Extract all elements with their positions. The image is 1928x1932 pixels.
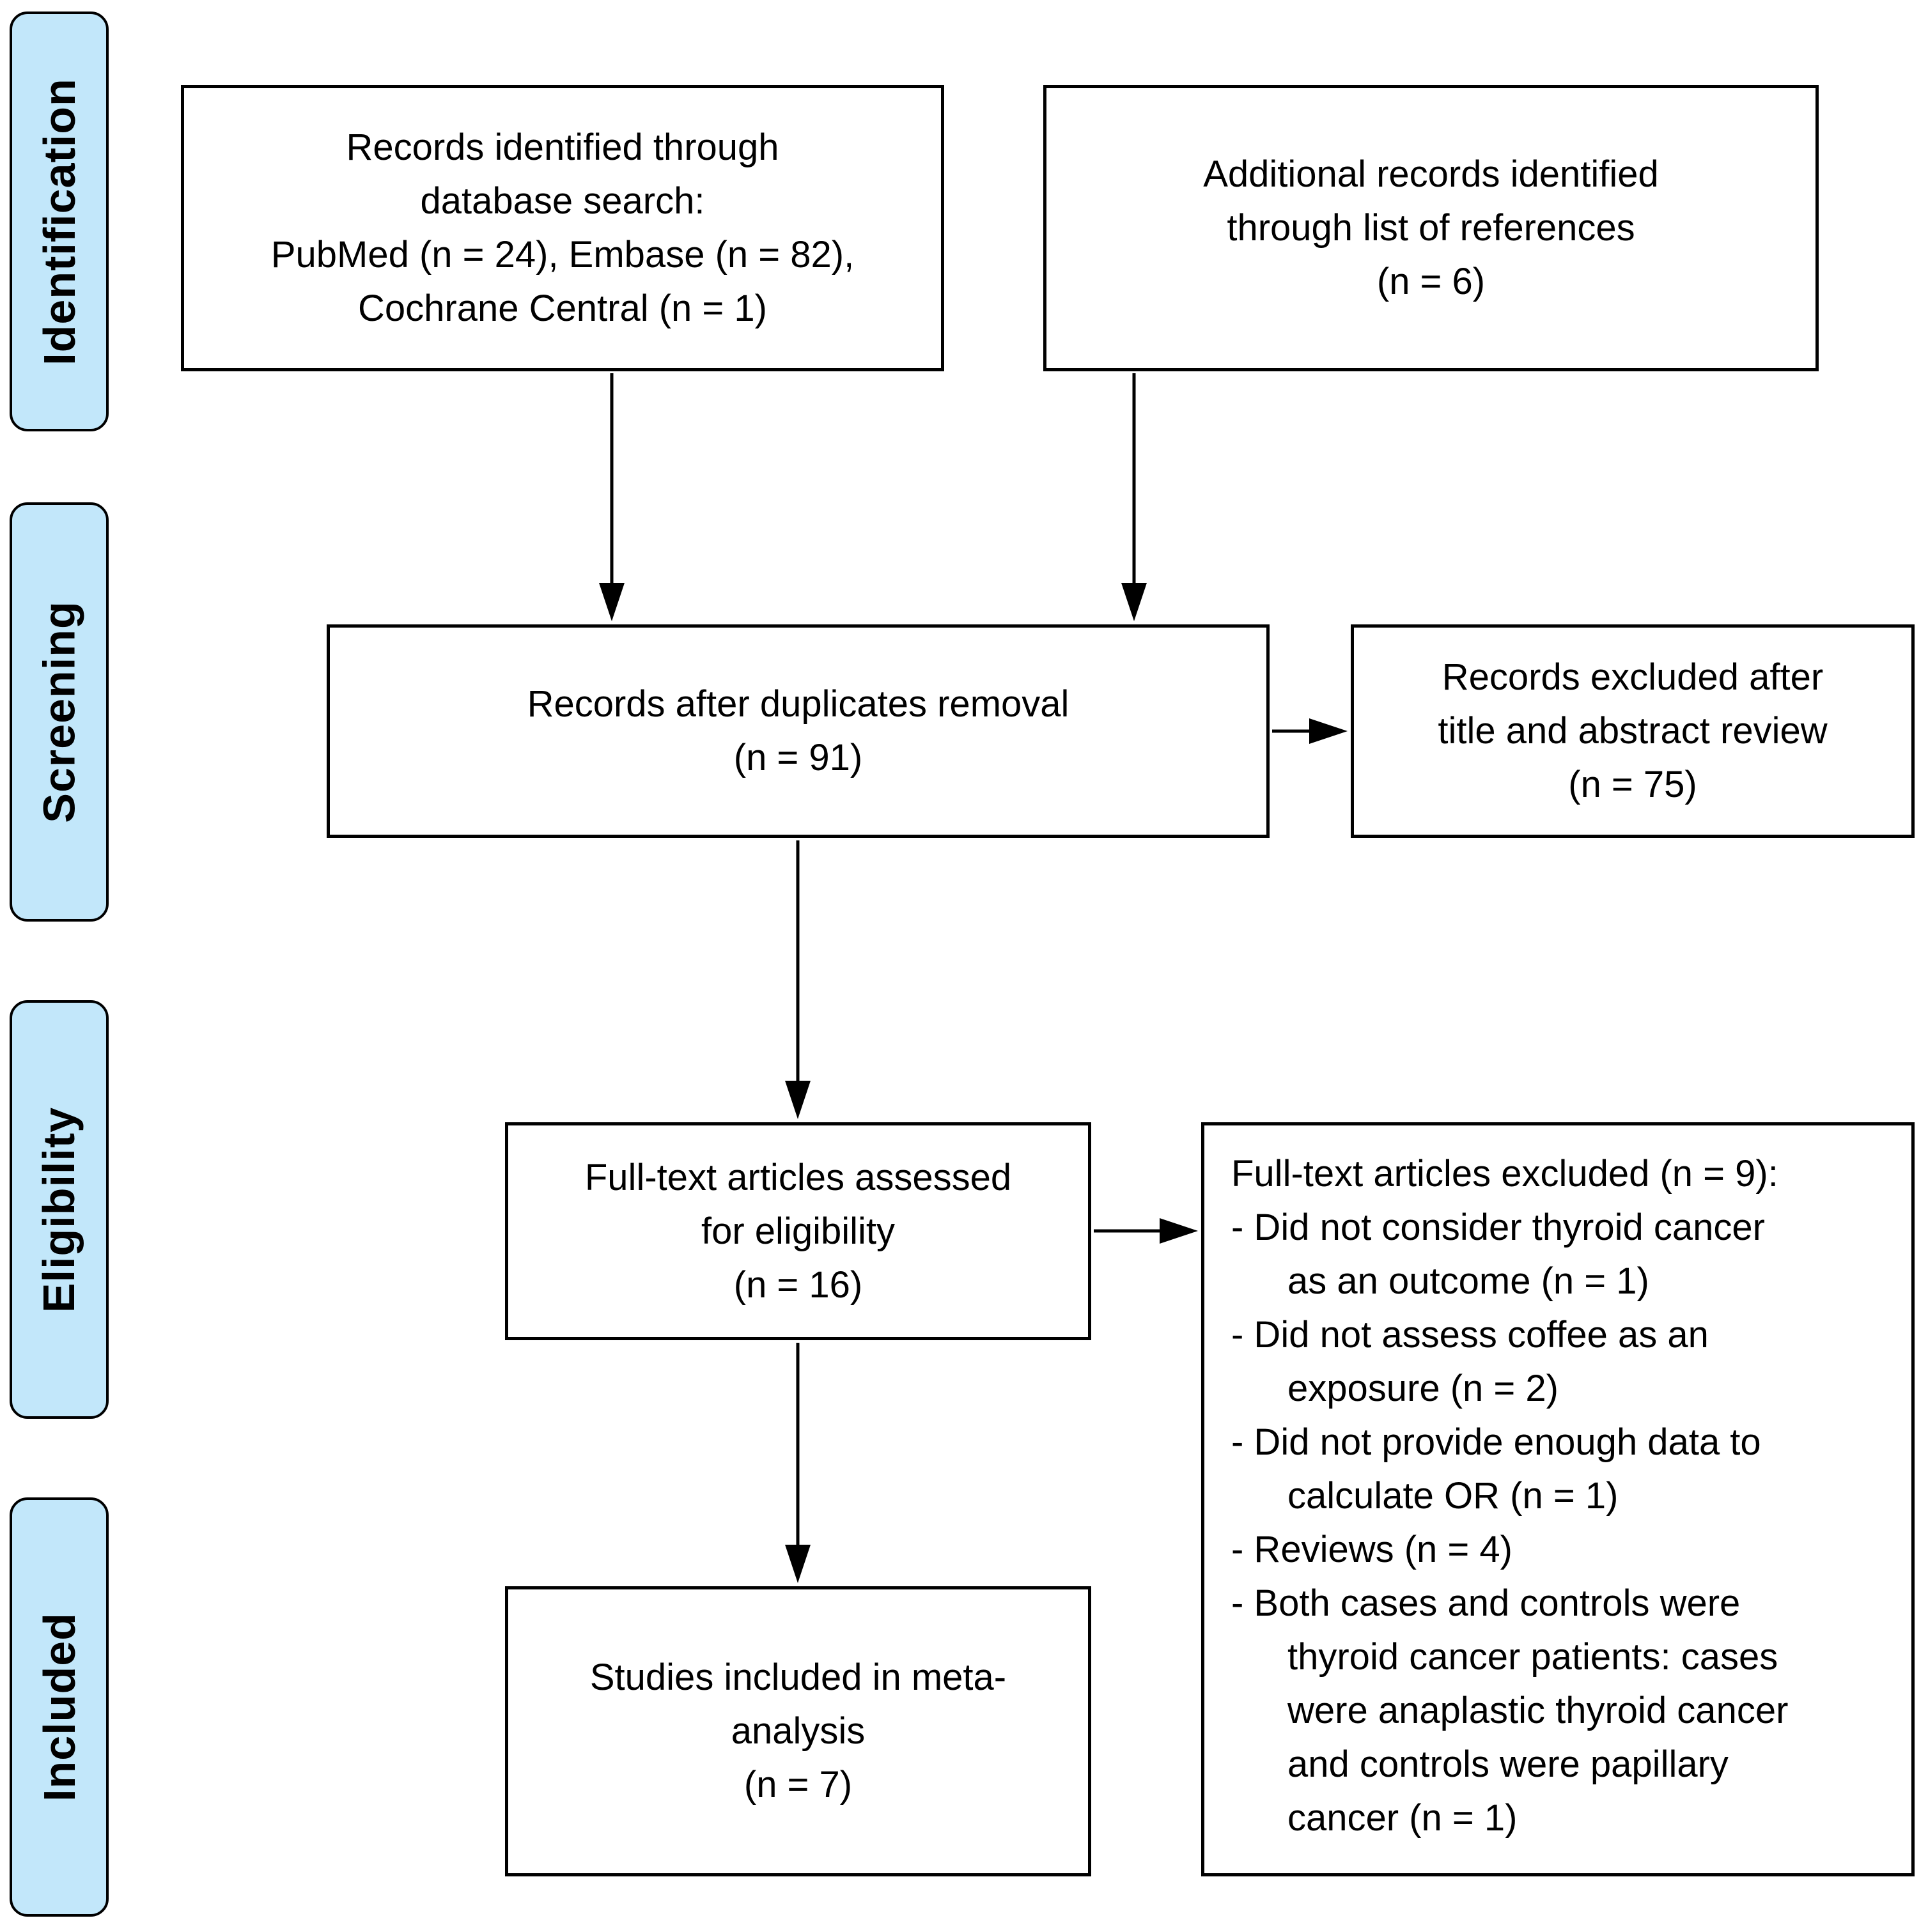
arrow-fulltext-to-included-head: [785, 1545, 811, 1583]
box-fulltext-assessed-text: Full-text articles assessed for eligibil…: [584, 1156, 1012, 1306]
arrow-dedup-to-excluded-head: [1309, 718, 1348, 744]
stage-screening-label: Screening: [34, 601, 84, 823]
box-additional-records: Additional records identified through li…: [1043, 85, 1819, 371]
exclusion-reason: - Did not assess coffee as an exposure (…: [1231, 1314, 1709, 1409]
stage-included: Included: [10, 1497, 109, 1917]
box-fulltext-excluded-title: Full-text articles excluded (n = 9):: [1231, 1153, 1778, 1194]
arrow-fulltext-to-excluded-head: [1160, 1218, 1198, 1244]
box-after-duplicates-text: Records after duplicates removal (n = 91…: [527, 683, 1069, 778]
arrow-identified-to-dedup-head: [599, 583, 625, 621]
stage-screening: Screening: [10, 502, 109, 922]
stage-identification: Identification: [10, 12, 109, 431]
box-after-duplicates: Records after duplicates removal (n = 91…: [327, 624, 1270, 838]
exclusion-reason: - Did not provide enough data to calcula…: [1231, 1421, 1761, 1517]
stage-eligibility-label: Eligibility: [34, 1106, 84, 1313]
exclusion-reason: - Both cases and controls were thyroid c…: [1231, 1582, 1789, 1839]
box-records-identified-text: Records identified through database sear…: [270, 127, 855, 329]
stage-identification-label: Identification: [34, 77, 84, 366]
exclusion-reason: - Did not consider thyroid cancer as an …: [1231, 1207, 1765, 1302]
box-records-excluded-text: Records excluded after title and abstrac…: [1438, 656, 1828, 805]
box-additional-records-text: Additional records identified through li…: [1203, 153, 1659, 302]
box-studies-included-text: Studies included in meta- analysis (n = …: [589, 1657, 1007, 1805]
stage-eligibility: Eligibility: [10, 1000, 109, 1419]
box-studies-included: Studies included in meta- analysis (n = …: [505, 1586, 1091, 1876]
exclusion-reason: - Reviews (n = 4): [1231, 1529, 1512, 1570]
box-fulltext-assessed: Full-text articles assessed for eligibil…: [505, 1122, 1091, 1340]
arrow-dedup-to-fulltext-head: [785, 1081, 811, 1119]
stage-included-label: Included: [34, 1612, 84, 1802]
box-fulltext-excluded: Full-text articles excluded (n = 9): - D…: [1201, 1122, 1915, 1876]
box-records-identified: Records identified through database sear…: [181, 85, 944, 371]
arrow-additional-to-dedup-head: [1121, 583, 1147, 621]
box-records-excluded: Records excluded after title and abstrac…: [1351, 624, 1915, 838]
